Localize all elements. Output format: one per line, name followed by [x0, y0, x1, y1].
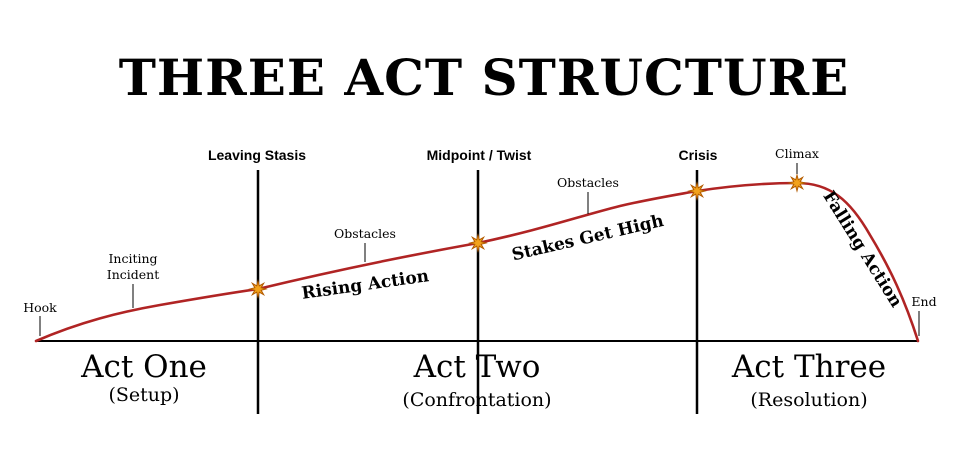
phase-stakes-get-high: Stakes Get High	[510, 211, 666, 265]
act-three-name: Act Three	[731, 349, 886, 385]
act-one-name: Act One	[80, 349, 207, 385]
act-one-subtitle: (Setup)	[108, 384, 179, 406]
marker-leaving-stasis: Leaving Stasis	[208, 147, 306, 163]
phase-rising-action: Rising Action	[300, 266, 430, 304]
star-crisis	[687, 181, 707, 201]
diagram-title: THREE ACT STRUCTURE	[119, 48, 850, 107]
story-curve	[34, 181, 920, 343]
label-obstacles-1: Obstacles	[334, 226, 396, 241]
label-obstacles-2: Obstacles	[557, 175, 619, 190]
phase-falling-action: Falling Action	[818, 188, 906, 312]
label-inciting-2: Incident	[107, 267, 159, 282]
star-leaving-stasis	[248, 279, 268, 299]
marker-midpoint: Midpoint / Twist	[427, 147, 532, 163]
act-two-subtitle: (Confrontation)	[402, 389, 551, 411]
label-climax: Climax	[775, 146, 819, 161]
star-midpoint	[468, 233, 488, 253]
label-hook: Hook	[23, 300, 57, 315]
act-two-name: Act Two	[413, 349, 541, 385]
label-inciting-1: Inciting	[108, 251, 157, 266]
label-end: End	[911, 294, 936, 309]
marker-crisis: Crisis	[679, 147, 718, 163]
star-climax	[787, 173, 807, 193]
act-three-subtitle: (Resolution)	[750, 389, 867, 411]
